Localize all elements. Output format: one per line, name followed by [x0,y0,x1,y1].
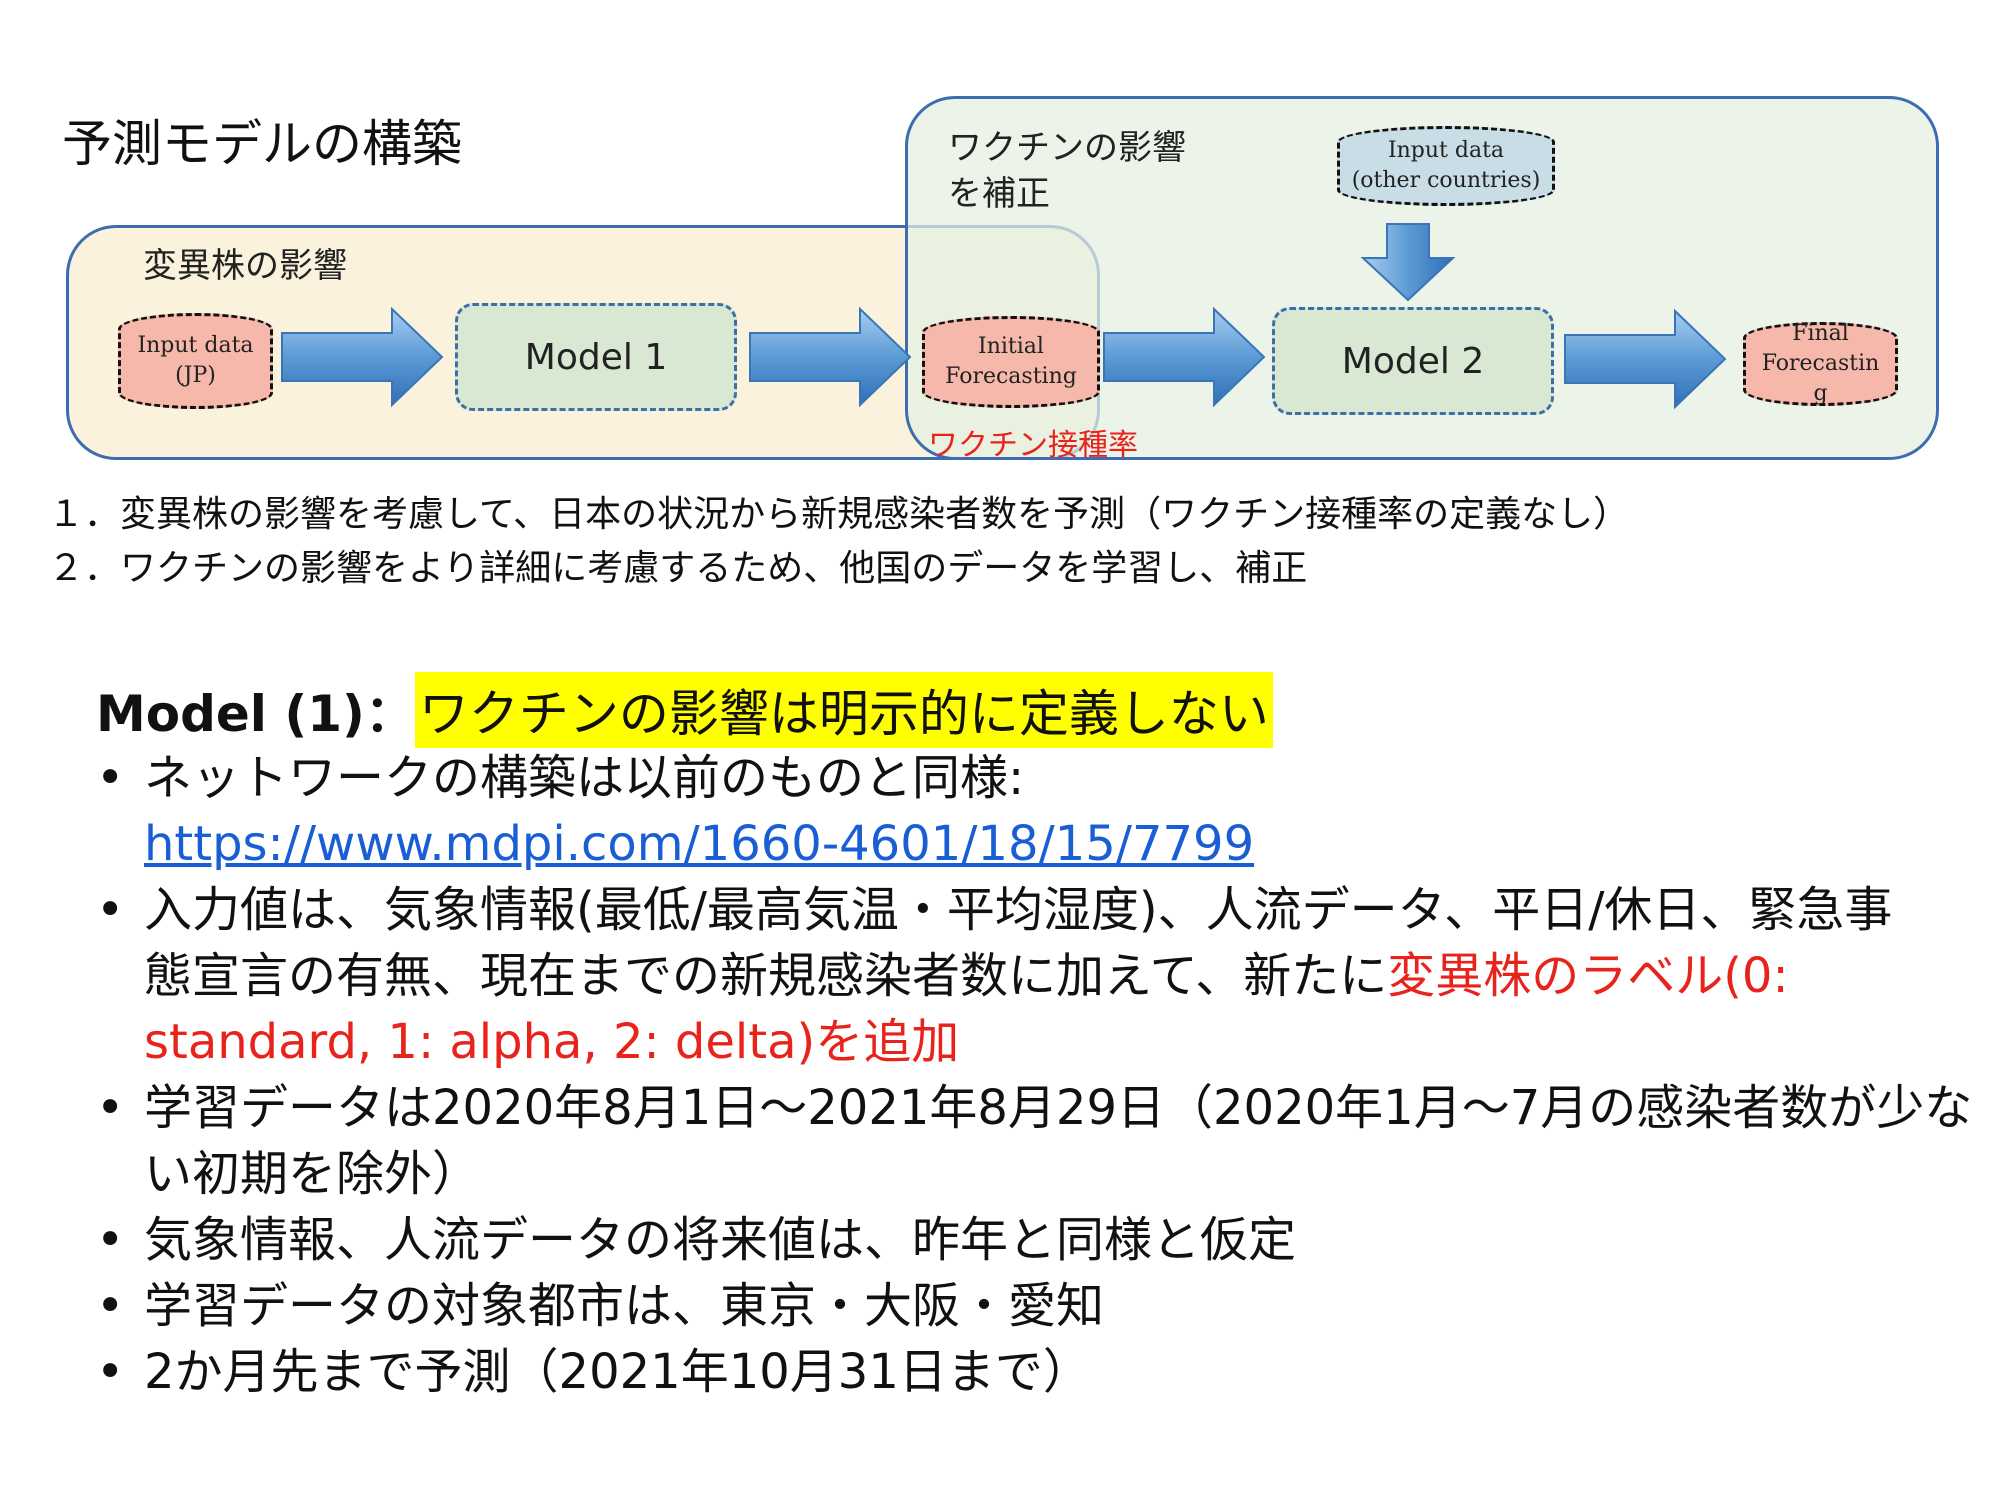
model-1-box: Model 1 [455,303,737,411]
bullet-target-cities: 学習データの対象都市は、東京・大阪・愛知 [96,1273,1956,1339]
vaccine-correction-panel-label: ワクチンの影響 を補正 [948,128,1186,214]
input-data-other-countries: Input data (other countries) [1337,126,1555,206]
arrow-input-to-model1 [281,306,444,408]
bullet-training-period: 学習データは2020年8月1日～2021年8月29日（2020年1月～7月の感染… [96,1075,2000,1207]
note-2: ２．ワクチンの影響をより詳細に考慮するため、他国のデータを学習し、補正 [48,548,1308,589]
arrow-model2-to-final [1564,308,1727,410]
bullet-inputs: 入力値は、気象情報(最低/最高気温・平均湿度)、人流データ、平日/休日、緊急事態… [96,877,1934,1075]
bullet-inputs-red: 変異株のラベル(0: standard, 1: alpha, 2: delta)… [144,948,1789,1070]
mdpi-link[interactable]: https://www.mdpi.com/1660-4601/18/15/779… [144,816,1255,872]
input-data-jp: Input data (JP) [118,313,273,409]
bullet-inputs-text: 入力値は、気象情報(最低/最高気温・平均湿度)、人流データ、平日/休日、緊急事態… [144,882,1893,1004]
model1-label: Model (1)： [96,685,415,743]
bullet-network: ネットワークの構築は以前のものと同様: https://www.mdpi.com… [96,745,1956,877]
arrow-initial-to-model2 [1103,306,1266,408]
note-1: １．変異株の影響を考慮して、日本の状況から新規感染者数を予測（ワクチン接種率の定… [48,494,1630,535]
model1-bullet-list: ネットワークの構築は以前のものと同様: https://www.mdpi.com… [96,745,1972,1405]
bullet-network-text: ネットワークの構築は以前のものと同様: [144,750,1025,806]
page-title: 予測モデルの構築 [62,115,462,173]
bullet-future-values: 気象情報、人流データの将来値は、昨年と同様と仮定 [96,1207,1956,1273]
mutant-strain-panel-label: 変異株の影響 [143,246,347,286]
arrow-model1-to-initial [749,306,912,408]
final-forecasting: Final Forecastin g [1743,321,1898,406]
model1-highlight: ワクチンの影響は明示的に定義しない [414,672,1273,748]
model1-heading: Model (1)： ワクチンの影響は明示的に定義しない [96,672,1273,748]
arrow-other-to-model2 [1360,223,1456,302]
bullet-forecast-horizon: 2か月先まで予測（2021年10月31日まで） [96,1339,1956,1405]
initial-forecasting: Initial Forecasting [922,316,1100,408]
vaccine-rate-label: ワクチン接種率 [928,428,1138,463]
model-2-box: Model 2 [1272,307,1554,415]
